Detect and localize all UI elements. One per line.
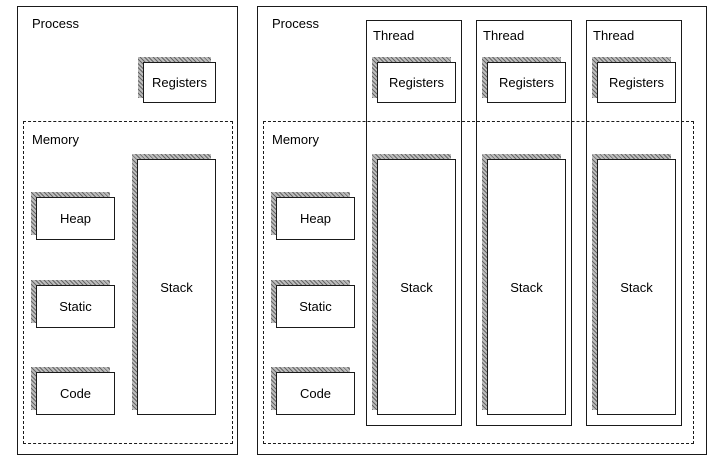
- registers-box: Registers: [138, 57, 216, 103]
- thread-box: [586, 20, 682, 426]
- thread-registers-box: Registers: [592, 57, 676, 103]
- stack-label: Stack: [137, 159, 216, 415]
- registers-label: Registers: [597, 62, 676, 103]
- thread-label: Thread: [373, 28, 415, 43]
- stack-label: Stack: [377, 159, 456, 415]
- thread-stack-box: Stack: [482, 154, 566, 415]
- registers-label: Registers: [487, 62, 566, 103]
- thread-registers-box: Registers: [372, 57, 456, 103]
- code-label: Code: [36, 372, 115, 415]
- memory-label: Memory: [32, 132, 79, 147]
- code-label: Code: [276, 372, 355, 415]
- static-box: Static: [31, 280, 115, 328]
- static-label: Static: [276, 285, 355, 328]
- stack-box: Stack: [132, 154, 216, 415]
- stack-label: Stack: [597, 159, 676, 415]
- heap-box: Heap: [31, 192, 115, 240]
- thread-stack-box: Stack: [372, 154, 456, 415]
- registers-label: Registers: [143, 62, 216, 103]
- memory-region: [23, 121, 233, 444]
- heap-label: Heap: [36, 197, 115, 240]
- code-box: Code: [271, 367, 355, 415]
- thread-box: [476, 20, 572, 426]
- process-label: Process: [272, 16, 319, 31]
- process-label: Process: [32, 16, 79, 31]
- thread-label: Thread: [593, 28, 635, 43]
- process-box-multi: [257, 6, 707, 455]
- thread-box: [366, 20, 462, 426]
- static-label: Static: [36, 285, 115, 328]
- memory-region: [263, 121, 694, 444]
- memory-label: Memory: [272, 132, 319, 147]
- thread-label: Thread: [483, 28, 525, 43]
- registers-label: Registers: [377, 62, 456, 103]
- stack-label: Stack: [487, 159, 566, 415]
- heap-label: Heap: [276, 197, 355, 240]
- code-box: Code: [31, 367, 115, 415]
- process-box-single: [17, 6, 238, 455]
- thread-registers-box: Registers: [482, 57, 566, 103]
- static-box: Static: [271, 280, 355, 328]
- thread-stack-box: Stack: [592, 154, 676, 415]
- heap-box: Heap: [271, 192, 355, 240]
